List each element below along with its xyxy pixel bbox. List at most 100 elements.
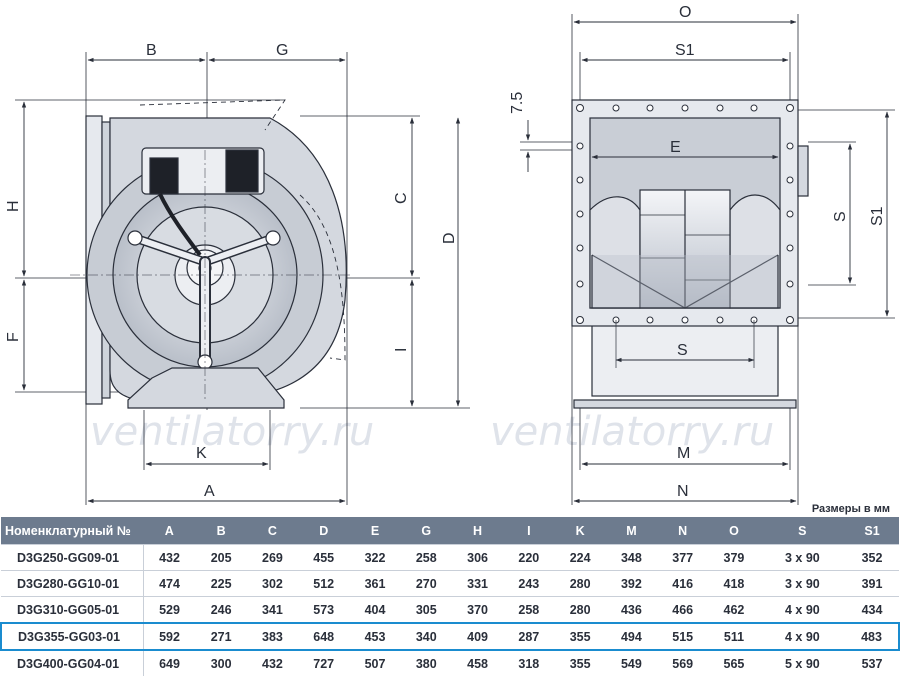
fan-side-view xyxy=(15,52,470,505)
table-cell: 269 xyxy=(246,544,299,571)
dim-label-c: C xyxy=(393,192,410,204)
table-cell: 287 xyxy=(503,622,555,651)
dim-label-offset: 7.5 xyxy=(509,92,526,114)
column-header-part-number: Номенклатурный № xyxy=(1,517,143,545)
table-cell: 383 xyxy=(246,622,299,651)
table-cell: 416 xyxy=(657,570,709,597)
table-cell: 331 xyxy=(451,570,504,597)
right-dimension-labels: O S1 E S S1 S M N 7.5 xyxy=(509,4,886,500)
dim-label-a: A xyxy=(204,483,215,500)
table-cell: 348 xyxy=(605,544,658,571)
table-cell: 453 xyxy=(349,622,401,651)
table-cell: 462 xyxy=(708,596,760,623)
table-cell-part-number: D3G280-GG10-01 xyxy=(1,570,144,597)
table-cell: 3 x 90 xyxy=(759,570,846,597)
table-cell: 434 xyxy=(845,596,899,623)
table-cell: 306 xyxy=(451,544,504,571)
table-cell: 569 xyxy=(657,649,709,676)
dim-label-d: D xyxy=(441,232,458,244)
fan-front-view xyxy=(520,14,895,505)
table-cell: 529 xyxy=(143,596,196,623)
dim-label-i: I xyxy=(393,348,410,352)
table-cell: 300 xyxy=(195,649,247,676)
table-cell: 361 xyxy=(349,570,401,597)
table-cell-part-number: D3G250-GG09-01 xyxy=(1,544,144,571)
dim-label-b: B xyxy=(146,42,157,59)
dim-label-f: F xyxy=(5,332,22,342)
table-cell: 648 xyxy=(298,622,350,651)
table-cell: 246 xyxy=(195,596,247,623)
column-header-a: A xyxy=(143,517,196,545)
table-cell: 474 xyxy=(143,570,196,597)
table-cell: 592 xyxy=(143,622,196,651)
table-cell: 432 xyxy=(246,649,299,676)
table-cell: 225 xyxy=(195,570,247,597)
dim-label-s1-top: S1 xyxy=(675,42,695,59)
table-cell: 352 xyxy=(845,544,899,571)
table-cell: 355 xyxy=(554,622,606,651)
watermark-left: ventilatorry.ru xyxy=(90,409,374,455)
right-dimensions xyxy=(525,19,890,504)
table-cell: 243 xyxy=(503,570,555,597)
table-cell: 4 x 90 xyxy=(759,596,846,623)
table-cell: 537 xyxy=(845,649,899,676)
table-cell: 280 xyxy=(554,570,606,597)
table-cell: 370 xyxy=(451,596,504,623)
table-cell: 494 xyxy=(605,622,658,651)
table-cell: 340 xyxy=(400,622,452,651)
table-cell: 455 xyxy=(298,544,350,571)
table-cell: 511 xyxy=(708,622,760,651)
table-cell: 205 xyxy=(195,544,247,571)
table-cell: 4 x 90 xyxy=(759,622,846,651)
column-header-g: G xyxy=(400,517,452,545)
table-cell: 418 xyxy=(708,570,760,597)
table-cell: 270 xyxy=(400,570,452,597)
dim-label-h: H xyxy=(5,200,22,212)
dim-label-g: G xyxy=(276,42,288,59)
column-header-h: H xyxy=(451,517,504,545)
table-cell: 271 xyxy=(195,622,247,651)
table-cell: 483 xyxy=(845,622,900,651)
column-header-e: E xyxy=(349,517,401,545)
column-header-m: M xyxy=(605,517,658,545)
table-cell: 258 xyxy=(400,544,452,571)
column-header-n: N xyxy=(657,517,709,545)
column-header-s1: S1 xyxy=(845,517,899,545)
table-cell: 341 xyxy=(246,596,299,623)
table-cell: 512 xyxy=(298,570,350,597)
table-cell: 318 xyxy=(503,649,555,676)
table-cell: 432 xyxy=(143,544,196,571)
table-cell: 458 xyxy=(451,649,504,676)
table-cell: 565 xyxy=(708,649,760,676)
technical-drawing: ventilatorry.ru ventilatorry.ru xyxy=(5,4,895,505)
dim-label-m: M xyxy=(677,445,690,462)
dim-label-n: N xyxy=(677,483,689,500)
left-dimension-labels: B G H F C D I K A xyxy=(5,42,458,500)
table-cell: 220 xyxy=(503,544,555,571)
table-cell: 379 xyxy=(708,544,760,571)
table-cell: 3 x 90 xyxy=(759,544,846,571)
table-cell: 549 xyxy=(605,649,658,676)
table-cell: 322 xyxy=(349,544,401,571)
column-header-i: I xyxy=(503,517,555,545)
table-cell: 727 xyxy=(298,649,350,676)
table-cell: 355 xyxy=(554,649,606,676)
table-cell: 377 xyxy=(657,544,709,571)
table-cell: 515 xyxy=(657,622,709,651)
table-cell: 258 xyxy=(503,596,555,623)
table-cell-part-number: D3G310-GG05-01 xyxy=(1,596,144,623)
table-cell: 5 x 90 xyxy=(759,649,846,676)
units-note: Размеры в мм xyxy=(811,503,890,515)
column-header-s: S xyxy=(759,517,846,545)
watermark-right: ventilatorry.ru xyxy=(490,409,774,455)
dim-label-s1-right: S1 xyxy=(869,206,886,226)
table-cell: 404 xyxy=(349,596,401,623)
